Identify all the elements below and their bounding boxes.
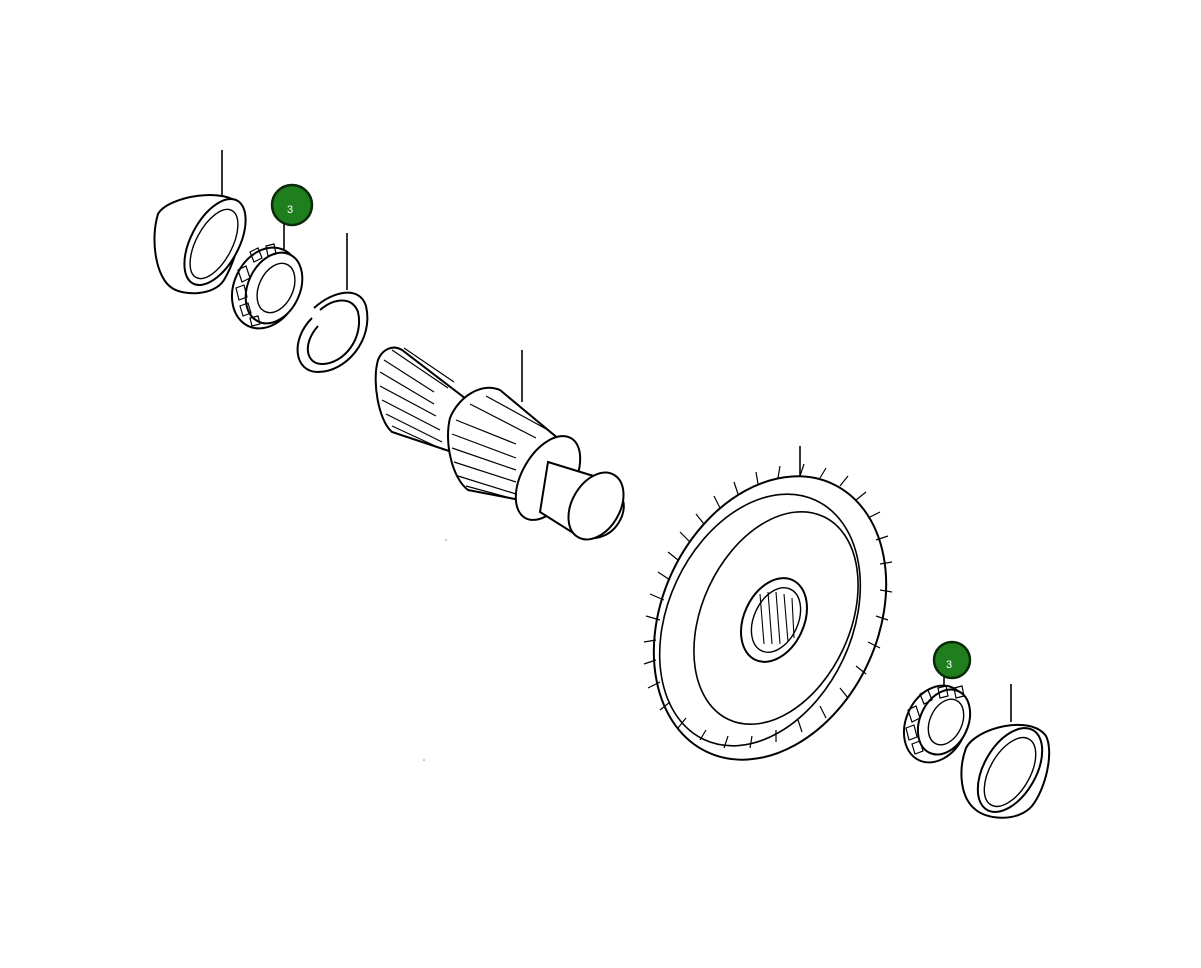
scan-speck [423,759,425,761]
callout-badge[interactable]: 3 [932,640,972,680]
callout-badge[interactable]: 3 [270,183,314,227]
bearing-cup-left [154,189,258,295]
cone-bearing-right [892,675,980,773]
callout-badge-label: 3 [287,204,293,216]
bearing-cup-right [961,717,1055,823]
spur-gear [610,438,931,798]
scan-speck [445,539,447,541]
callout-badge-label: 3 [946,659,952,671]
callout-badge-circle [932,640,972,680]
callout-badge-circle [270,183,314,227]
splined-shaft [376,348,635,550]
cone-bearing-left [219,236,313,339]
snap-ring [298,293,368,372]
